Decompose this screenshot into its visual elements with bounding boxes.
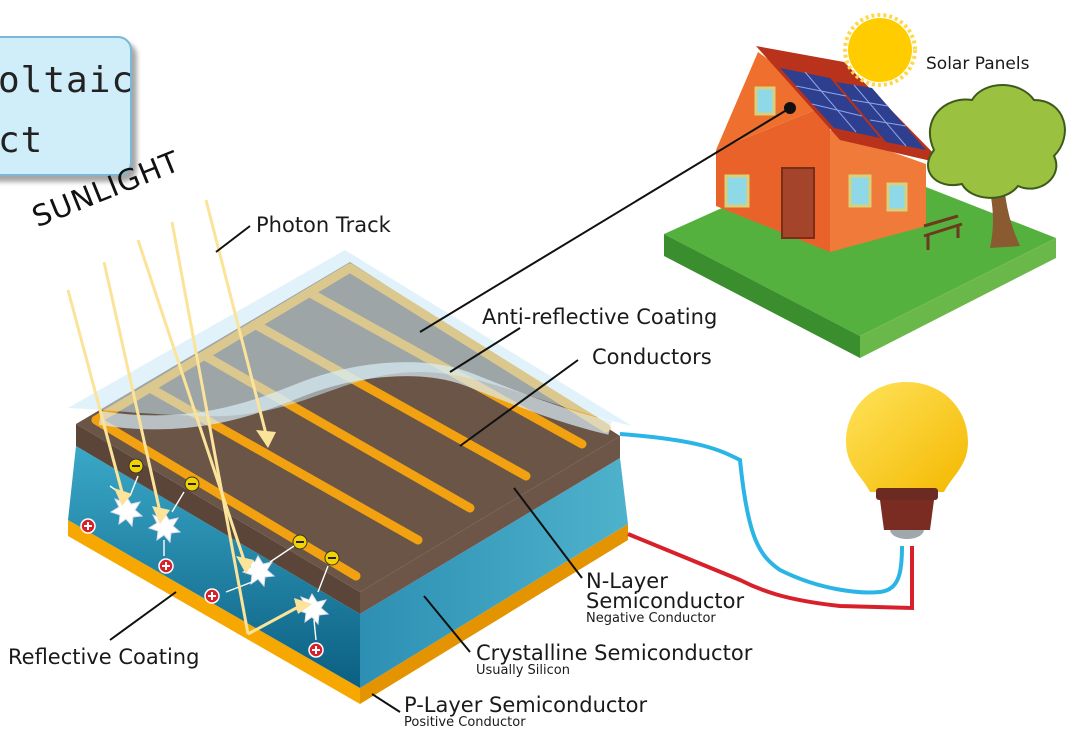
photon-arrowheads: [114, 430, 312, 614]
conductors-label: Conductors: [592, 345, 712, 369]
bulb-glass: [846, 382, 968, 492]
bulb-tip: [890, 530, 924, 539]
crystalline-front: [68, 446, 360, 688]
hole-icon: [308, 642, 324, 658]
tree-icon: [927, 84, 1066, 248]
title-line-1: oltaic: [0, 60, 135, 101]
photon-track-label: Photon Track: [256, 213, 391, 237]
solar-panels-label: Solar Panels: [926, 54, 1030, 74]
electron-icon: [324, 550, 340, 566]
p-layer-sublabel: Positive Conductor: [404, 715, 526, 730]
hole-icon: [80, 518, 96, 534]
wire-blue: [619, 432, 904, 595]
electron-icon: [128, 458, 144, 474]
p-layer-label: P-Layer Semiconductor: [404, 693, 648, 717]
leader-lines: [109, 102, 796, 713]
n-layer-label-line1: N-Layer: [586, 569, 668, 593]
p-layer-right: [360, 524, 628, 704]
bulb-collar: [876, 488, 938, 500]
reflective-coating-label: Reflective Coating: [8, 645, 200, 669]
p-layer-front: [68, 520, 360, 704]
electron-icon: [184, 476, 200, 492]
hole-icon: [204, 588, 220, 604]
title-box: oltaic ct: [0, 36, 135, 176]
house-door: [781, 167, 815, 239]
n-layer-right: [360, 436, 620, 614]
grass-side-right: [860, 238, 1056, 358]
hole-icon: [158, 558, 174, 574]
title-line-2: ct: [0, 120, 44, 161]
bench-icon: [923, 214, 963, 250]
anti-reflective-label: Anti-reflective Coating: [482, 305, 718, 329]
bulb-base: [880, 500, 934, 530]
solar-cell: [66, 199, 632, 704]
n-layer-front: [76, 424, 360, 614]
n-layer-label-line2: Semiconductor: [586, 589, 745, 613]
light-bulb: [846, 382, 968, 539]
electron-icon: [292, 534, 308, 550]
solar-panel-left: [780, 68, 880, 138]
house-scene: [664, 13, 1066, 358]
grass-side-left: [664, 234, 860, 358]
photon-tracks: [66, 199, 301, 636]
house-windows: [724, 86, 908, 212]
crystalline-right: [360, 458, 628, 688]
n-layer-sublabel: Negative Conductor: [586, 611, 716, 626]
crystalline-label: Crystalline Semiconductor: [476, 641, 753, 665]
house-side-wall: [830, 130, 926, 252]
sun-icon: [843, 13, 917, 87]
wire-red: [627, 532, 914, 611]
panel-grid: [795, 71, 907, 147]
charge-carriers: [80, 458, 340, 658]
crystalline-sublabel: Usually Silicon: [476, 663, 570, 678]
